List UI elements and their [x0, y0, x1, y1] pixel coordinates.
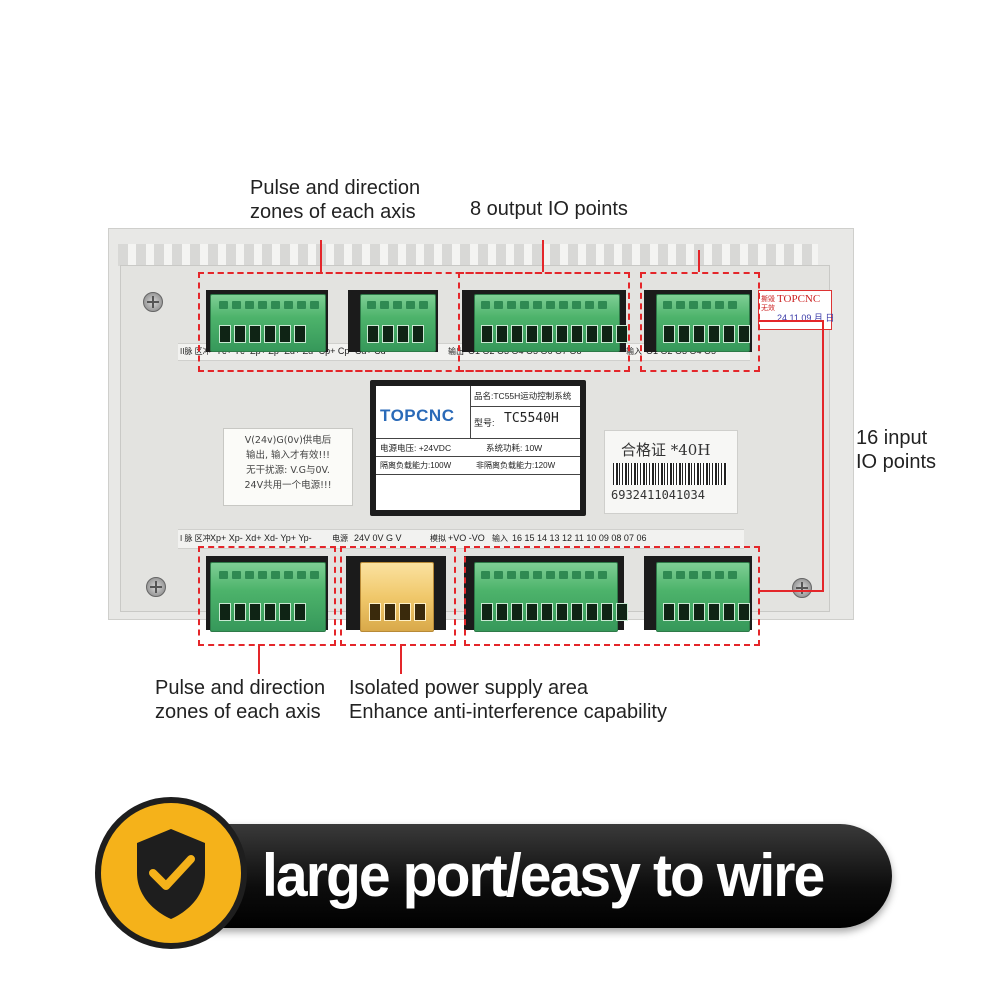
- terminal-block-bottom-input-b[interactable]: [656, 562, 750, 632]
- callout-pulse-top-line1: Pulse and direction: [250, 177, 421, 199]
- highlight-bottom-pulse: [198, 546, 336, 646]
- highlight-top-output: [458, 272, 630, 372]
- leader-top-output: [542, 240, 544, 272]
- callout-power-line2: Enhance anti-interference capability: [349, 701, 667, 723]
- badge: [95, 797, 247, 949]
- terminal-block-top-pulse[interactable]: [210, 294, 326, 352]
- warranty-seal: 撕毁 无效 TOPCNC 24 11 09 月 日: [758, 290, 835, 330]
- seal-side-text: 撕毁 无效: [761, 296, 775, 312]
- power-warning-note: V(24v)G(0v)供电后 输出, 输入才有效!!! 无干扰源: V.G与0V…: [223, 428, 353, 506]
- top-strip-prefix: II脉 区冲: [180, 347, 211, 356]
- leader-top-input: [698, 250, 700, 272]
- leader-bottom-power: [400, 644, 402, 674]
- callout-input-io: 16 input IO points: [856, 426, 936, 474]
- seal-brand: TOPCNC: [777, 293, 821, 305]
- callout-input-io-line2: IO points: [856, 451, 937, 473]
- highlight-bottom-input: [464, 546, 760, 646]
- power-consumption: 系统功耗: 10W: [486, 443, 543, 453]
- leader-input-top-h: [758, 320, 824, 322]
- highlight-bottom-power: [340, 546, 456, 646]
- note-line-1: V(24v)G(0v)供电后: [244, 435, 332, 446]
- terminal-block-bottom-input-a[interactable]: [474, 562, 628, 632]
- seal-date: 24 11 09 月 日: [777, 313, 835, 323]
- product-label: TOPCNC 品名:TC55H运动控制系统 型号: TC5540H 电源电压: …: [376, 386, 580, 510]
- banner-headline: large port/easy to wire: [262, 842, 825, 909]
- note-line-4: 24V共用一个电源!!!: [244, 480, 332, 491]
- top-strip-input-prefix: 输入: [626, 347, 642, 356]
- bottom-strip-analog-labels: +VO -VO: [448, 533, 485, 543]
- bottom-strip-pulse-labels: Xp+ Xp- Xd+ Xd- Yp+ Yp-: [210, 533, 312, 543]
- leader-input-v: [822, 320, 824, 592]
- callout-pulse-bottom-line1: Pulse and direction: [155, 677, 326, 699]
- qualification-certificate: 合格证 *40H 6932411041034: [604, 430, 738, 514]
- model-label: 型号:: [474, 418, 495, 428]
- bottom-strip-prefix: I 脉 区冲: [180, 534, 211, 543]
- product-name: 品名:TC55H运动控制系统: [474, 391, 572, 401]
- shield-check-icon: [137, 829, 205, 919]
- terminal-block-bottom-power[interactable]: [360, 562, 434, 632]
- non-isolated-load: 非隔离负载能力:120W: [476, 461, 556, 470]
- screw-bottom-left: [146, 577, 166, 597]
- leader-input-bottom-h: [758, 590, 824, 592]
- callout-power: Isolated power supply area Enhance anti-…: [349, 676, 667, 724]
- callout-input-io-line1: 16 input: [856, 427, 928, 449]
- bottom-strip-input-labels: 16 15 14 13 12 11 10 09 08 07 06: [512, 533, 647, 543]
- bottom-terminal-strip: I 脉 区冲 Xp+ Xp- Xd+ Xd- Yp+ Yp- 电源 24V 0V…: [178, 529, 744, 549]
- barcode: [613, 463, 727, 485]
- barcode-number: 6932411041034: [611, 488, 705, 502]
- terminal-block-top-input[interactable]: [656, 294, 750, 352]
- note-line-3: 无干扰源: V.G与0V.: [246, 465, 330, 476]
- callout-pulse-top: Pulse and direction zones of each axis: [250, 176, 420, 224]
- isolated-load: 隔离负载能力:100W: [380, 461, 452, 470]
- callout-pulse-bottom: Pulse and direction zones of each axis: [155, 676, 325, 724]
- callout-output-io: 8 output IO points: [470, 198, 628, 220]
- screw-bottom-right: [792, 578, 812, 598]
- leader-bottom-pulse: [258, 644, 260, 674]
- bottom-strip-power-prefix: 电源: [332, 534, 348, 543]
- callout-pulse-bottom-line2: zones of each axis: [155, 701, 321, 723]
- terminal-block-top-output[interactable]: [474, 294, 628, 352]
- terminal-block-bottom-pulse[interactable]: [210, 562, 326, 632]
- model-value: TC5540H: [504, 411, 559, 426]
- screw-top-left: [143, 292, 163, 312]
- callout-pulse-top-line2: zones of each axis: [250, 201, 416, 223]
- bottom-strip-input-prefix: 输入: [492, 534, 508, 543]
- highlight-top-input: [640, 272, 760, 372]
- leader-top-pulse: [320, 240, 322, 272]
- bottom-strip-power-labels: 24V 0V G V: [354, 533, 402, 543]
- brand-logo: TOPCNC: [380, 406, 455, 425]
- note-line-2: 输出, 输入才有效!!!: [246, 450, 330, 461]
- terminal-block-top-cp[interactable]: [360, 294, 436, 352]
- bottom-strip-analog-prefix: 模拟: [430, 534, 446, 543]
- power-voltage: 电源电压: +24VDC: [380, 443, 452, 453]
- callout-power-line1: Isolated power supply area: [349, 677, 589, 699]
- top-strip-output-prefix: 输出: [448, 347, 464, 356]
- cert-title: 合格证 *40H: [621, 441, 711, 459]
- vent-slots: [118, 244, 818, 266]
